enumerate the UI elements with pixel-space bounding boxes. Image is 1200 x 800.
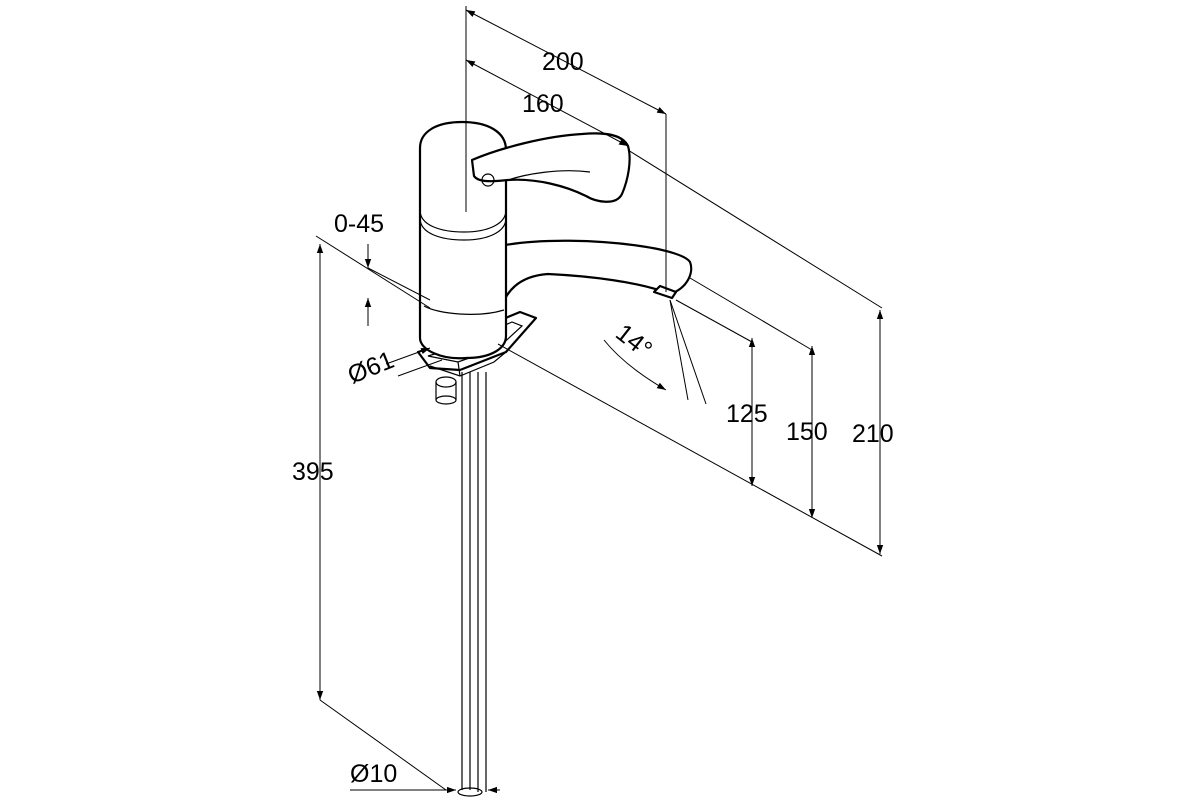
dimension-lines <box>315 6 884 794</box>
label-200: 200 <box>542 48 584 76</box>
label-diameter-61: Ø61 <box>344 346 398 390</box>
label-210: 210 <box>852 420 894 448</box>
dim-160-line <box>465 59 629 147</box>
dim-diameter-61-leader <box>385 347 431 365</box>
label-150: 150 <box>786 418 828 446</box>
label-160: 160 <box>522 90 564 118</box>
label-angle-14: 14° <box>610 319 657 364</box>
faucet <box>416 120 693 797</box>
label-0-45: 0-45 <box>334 210 384 238</box>
dim-angle-arc <box>603 339 667 391</box>
aerator <box>652 284 678 300</box>
label-diameter-10: Ø10 <box>350 760 397 788</box>
lever-pivot-icon <box>481 173 495 187</box>
label-395: 395 <box>292 458 334 486</box>
label-125: 125 <box>726 400 768 428</box>
supply-hose <box>457 372 487 797</box>
